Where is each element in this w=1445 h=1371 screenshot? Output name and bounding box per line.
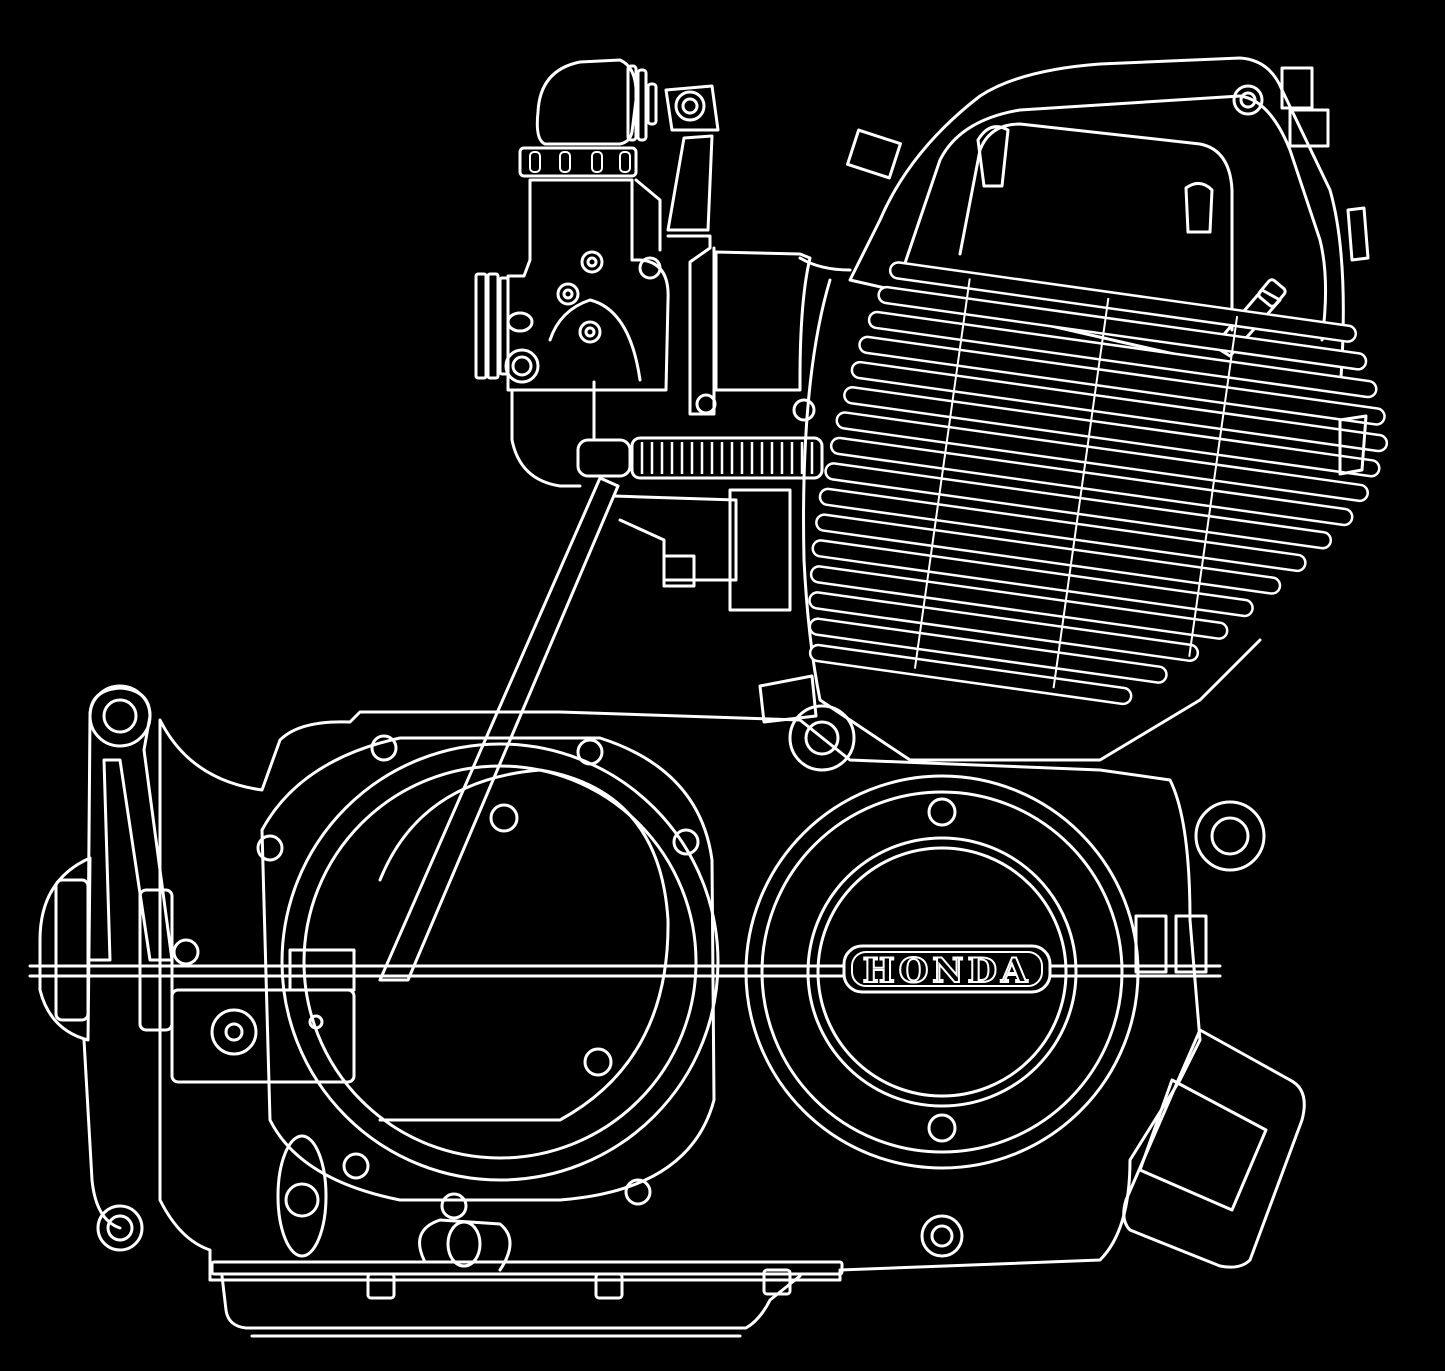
kickstarter (54, 684, 174, 1032)
throttle-bracket (664, 84, 720, 416)
cylinder-head (846, 56, 1370, 394)
crankcase-stay (378, 476, 792, 982)
generator-cover: HONDA (744, 774, 1140, 1170)
oil-pan (210, 1134, 964, 1338)
svg-text:HONDA: HONDA (863, 951, 1032, 991)
crankcase (28, 674, 1266, 1282)
breather-hose (576, 436, 824, 480)
cylinder-fins (792, 261, 1389, 762)
brand-badge: HONDA (842, 944, 1052, 994)
intake-manifold (714, 250, 852, 392)
exhaust-flange (1122, 914, 1306, 1269)
air-filter-cap (535, 58, 658, 146)
screw-icon (172, 734, 700, 1220)
spark-plug (1212, 278, 1287, 358)
carburetor (474, 146, 670, 488)
shift-lever (38, 856, 356, 1252)
clutch-cover (172, 734, 720, 1220)
